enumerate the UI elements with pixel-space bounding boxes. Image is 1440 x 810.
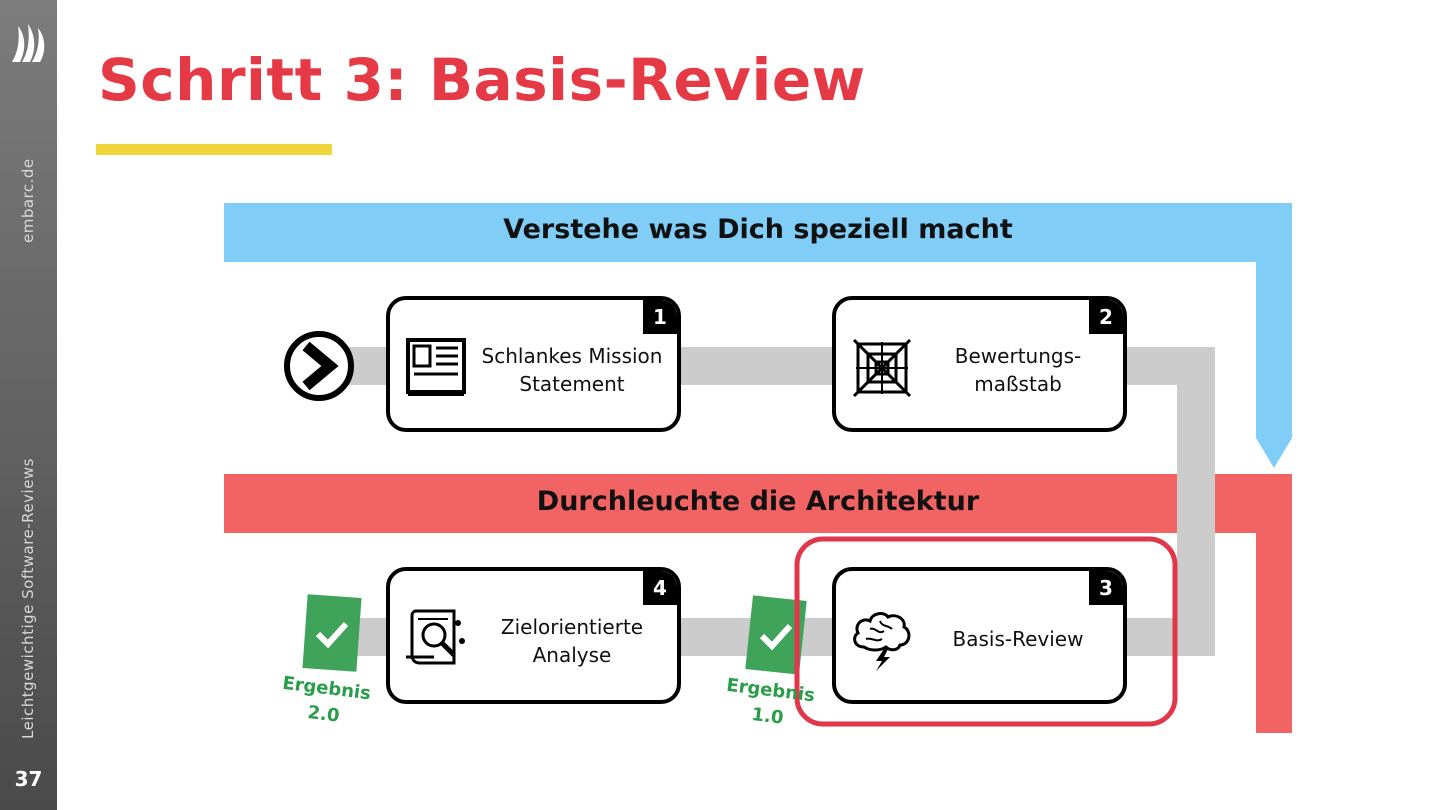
result-badge-1 — [302, 594, 362, 672]
title-underline — [96, 144, 332, 155]
mission-statement-icon — [406, 338, 466, 396]
start-arrow-icon — [284, 331, 354, 401]
step-4-label: Zielorientierte Analyse — [500, 615, 644, 667]
step-2-number: 2 — [1089, 300, 1123, 334]
slide-title: Schritt 3: Basis-Review — [98, 46, 866, 114]
top-band — [224, 203, 1292, 468]
step-3-label: Basis-Review — [952, 627, 1084, 651]
spider-web-icon — [852, 338, 912, 398]
step-2-label: Bewertungs- maßstab — [954, 344, 1082, 396]
result-badge-2 — [745, 595, 807, 675]
step-1-number: 1 — [643, 300, 677, 334]
step-4-card[interactable]: 4 Zielorientierte Analyse — [386, 567, 681, 704]
checkmark-icon — [759, 623, 793, 651]
page-number: 37 — [14, 767, 43, 791]
result-label-2-0: Ergebnis 2.0 — [281, 672, 373, 727]
brain-storm-icon — [853, 612, 911, 671]
bottom-band-label: Durchleuchte die Architektur — [536, 486, 980, 517]
step-1-card[interactable]: 1 Schlankes Mission Statement — [386, 296, 681, 432]
step-4-number: 4 — [643, 571, 677, 605]
current-step-highlight — [794, 536, 1178, 727]
sidebar: embarc.de Leichtgewichtige Software-Revi… — [0, 0, 57, 810]
step-3-number: 3 — [1089, 571, 1123, 605]
step-1-label: Schlankes Mission Statement — [481, 344, 663, 396]
analysis-scroll-icon — [406, 609, 465, 665]
step-2-card[interactable]: 2 Bewertungs- maßstab — [832, 296, 1127, 432]
logo-sails-icon — [12, 24, 45, 62]
step-3-card[interactable]: 3 Basis-Review — [832, 567, 1127, 704]
checkmark-icon — [315, 621, 349, 649]
top-band-label: Verstehe was Dich speziell macht — [503, 214, 1013, 245]
